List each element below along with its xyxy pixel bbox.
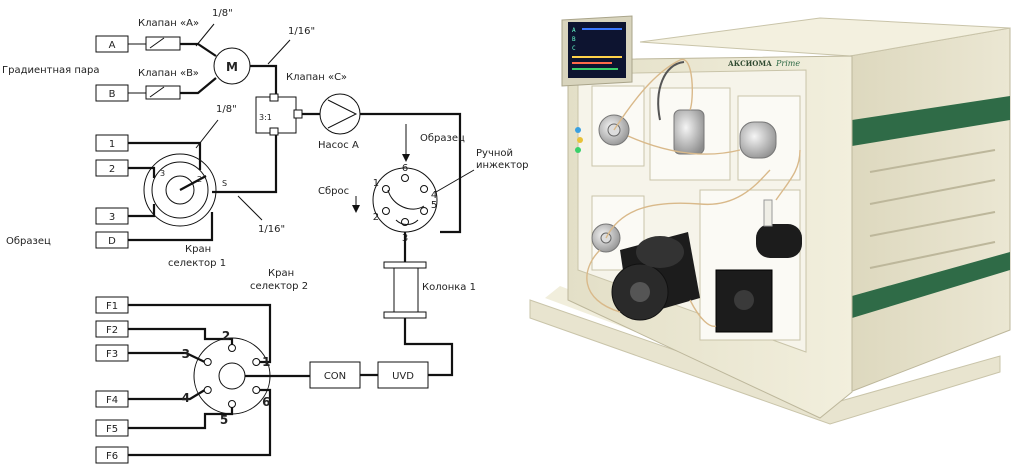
- column-label: Колонка 1: [422, 282, 476, 293]
- valve-b-label: Клапан «B»: [138, 68, 199, 79]
- con-box: [309, 361, 361, 389]
- pump-circle: [319, 93, 361, 135]
- output-line: [128, 388, 272, 457]
- selector2-port: [203, 358, 212, 366]
- output-line: [128, 327, 234, 345]
- output-line: [128, 303, 272, 364]
- pump-head-2: [739, 121, 777, 159]
- sample-left-label: Образец: [6, 236, 51, 247]
- output-label: F6: [106, 451, 118, 462]
- sel1-input-3: 3: [109, 212, 115, 223]
- selector-1: 3 2 S Кран селектор 1: [143, 153, 227, 269]
- output-label: F4: [106, 395, 118, 406]
- valve-c-label: Клапан «C»: [286, 72, 347, 83]
- input-label-a: A: [109, 40, 116, 51]
- input-label-b: B: [109, 89, 116, 100]
- selector1-label-2: селектор 1: [168, 258, 226, 269]
- schematic: A B Клапан «A» Клапан «B» Градиентная па…: [2, 8, 529, 464]
- selector1-inputs: 1 2 3 D: [95, 134, 129, 249]
- injector-port-label: 4: [431, 190, 437, 201]
- size-label-18-top: 1/8": [212, 8, 233, 19]
- column-body: [393, 267, 419, 313]
- selector-2: 1 2 3 4 5 6: [182, 329, 271, 427]
- waste-label: Сброс: [318, 186, 349, 197]
- selector2-port-label: 3: [182, 347, 190, 361]
- output-label: F1: [106, 301, 118, 312]
- injector-port-label: 1: [373, 178, 379, 189]
- manual-injector-label-2: инжектор: [476, 160, 529, 171]
- selector2-port: [252, 386, 261, 394]
- selector2-port-label: 5: [220, 413, 228, 427]
- screen-line-a: A: [572, 27, 576, 34]
- screen-line-b: B: [572, 36, 576, 43]
- device-stripe-top: [852, 96, 1010, 146]
- selector2-port: [228, 400, 236, 408]
- input-box-b: B: [95, 84, 129, 102]
- size-label-116-top: 1/16": [288, 26, 315, 37]
- injector-port-label: 5: [431, 200, 437, 211]
- selector2-port: [203, 386, 212, 394]
- selector2-port-label: 6: [262, 395, 270, 409]
- injector-knob: [756, 224, 802, 258]
- uvd-box: [377, 361, 429, 389]
- screen-line-c: C: [572, 45, 576, 52]
- sel1-input-2: 2: [109, 164, 115, 175]
- model-label: Prime: [775, 59, 800, 68]
- device-stripe-bottom: [852, 252, 1010, 318]
- peristaltic-pump: [611, 232, 700, 321]
- valve-c-ratio: 3:1: [259, 113, 272, 122]
- gradient-pair-label: Градиентная пара: [2, 65, 100, 76]
- device-screen: A B C: [561, 15, 633, 87]
- injector-port: [420, 207, 429, 215]
- sel1-input-d: D: [108, 236, 116, 247]
- output-line: [128, 351, 206, 363]
- injector-port: [420, 185, 429, 193]
- sel1-port-s: S: [222, 179, 227, 188]
- size-label-18-left: 1/8": [216, 104, 237, 115]
- selector2-port: [228, 344, 236, 352]
- output-label: F2: [106, 325, 118, 336]
- device-side: [849, 27, 1011, 393]
- valve-a-label: Клапан «A»: [138, 18, 199, 29]
- selector2-port-label: 2: [222, 329, 230, 343]
- selector2-label-1: Кран: [268, 268, 294, 279]
- sel1-port-3: 3: [160, 169, 165, 178]
- con-label: CON: [324, 371, 346, 382]
- size-label-116-bottom: 1/16": [258, 224, 285, 235]
- uvd-label: UVD: [392, 371, 414, 382]
- output-line: [128, 407, 234, 430]
- injector-port: [381, 207, 390, 215]
- selector2-label-2: селектор 2: [250, 281, 308, 292]
- selector2-port-label: 4: [182, 391, 190, 405]
- brand-label: АКСИОМА: [728, 59, 772, 68]
- pump-label: Насос А: [318, 140, 359, 151]
- injector-port: [401, 174, 409, 182]
- device-photo: АКСИОМА Prime A B C: [529, 15, 1011, 425]
- sample-top-label: Образец: [420, 133, 465, 144]
- mixer-label: M: [226, 60, 238, 74]
- selector2-port: [252, 358, 261, 366]
- input-box-a: A: [95, 35, 129, 53]
- output-label: F5: [106, 424, 118, 435]
- sel1-input-1: 1: [109, 139, 115, 150]
- svg-text:2: 2: [197, 175, 202, 184]
- injector-port-label: 6: [402, 163, 408, 174]
- injector-port-label: 2: [373, 212, 379, 223]
- output-line: [128, 389, 206, 401]
- selector1-label-1: Кран: [185, 244, 211, 255]
- pump-head-1: [673, 109, 705, 155]
- manual-injector-label-1: Ручной: [476, 148, 513, 159]
- output-label: F3: [106, 349, 118, 360]
- selector2-port-label: 1: [262, 355, 270, 369]
